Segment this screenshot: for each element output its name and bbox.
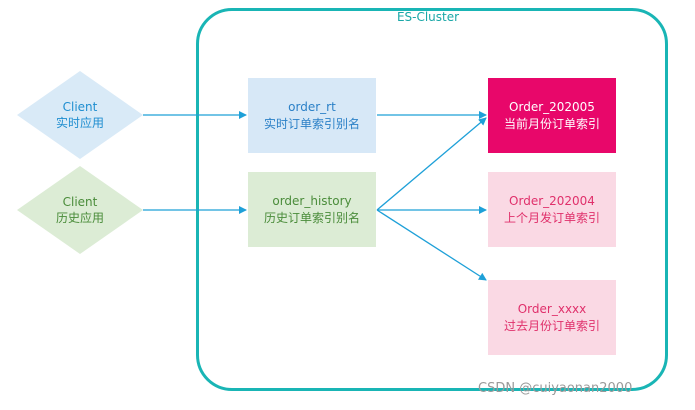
index-current-month-name: Order_202005 bbox=[509, 99, 595, 114]
index-current-month-box: Order_202005 当前月份订单索引 bbox=[488, 78, 616, 153]
client-realtime-name: Client bbox=[62, 100, 98, 114]
alias-order-rt-desc: 实时订单索引别名 bbox=[263, 116, 360, 131]
es-cluster-label: ES-Cluster bbox=[396, 10, 460, 24]
alias-order-history-box: order_history 历史订单索引别名 bbox=[248, 172, 376, 247]
index-current-month-desc: 当前月份订单索引 bbox=[503, 116, 600, 131]
index-previous-month-desc: 上个月发订单索引 bbox=[503, 210, 600, 225]
client-history-desc: 历史应用 bbox=[55, 211, 104, 225]
index-past-months-name: Order_xxxx bbox=[517, 301, 587, 316]
es-cluster-boundary bbox=[196, 8, 668, 391]
client-realtime-desc: 实时应用 bbox=[55, 116, 104, 130]
alias-order-rt-name: order_rt bbox=[288, 99, 336, 114]
alias-order-history-name: order_history bbox=[272, 193, 352, 208]
alias-order-rt-box: order_rt 实时订单索引别名 bbox=[248, 78, 376, 153]
index-past-months-desc: 过去月份订单索引 bbox=[503, 318, 600, 333]
watermark-text: CSDN @cuiyaonan2000 bbox=[478, 381, 633, 396]
index-past-months-box: Order_xxxx 过去月份订单索引 bbox=[488, 280, 616, 355]
client-realtime-node: Client 实时应用 bbox=[16, 71, 144, 159]
alias-order-history-desc: 历史订单索引别名 bbox=[263, 210, 360, 225]
client-history-node: Client 历史应用 bbox=[16, 166, 144, 254]
client-history-name: Client bbox=[62, 195, 98, 209]
client-realtime-diamond bbox=[17, 71, 143, 159]
index-previous-month-name: Order_202004 bbox=[509, 193, 595, 208]
client-history-diamond bbox=[17, 166, 143, 254]
index-previous-month-box: Order_202004 上个月发订单索引 bbox=[488, 172, 616, 247]
